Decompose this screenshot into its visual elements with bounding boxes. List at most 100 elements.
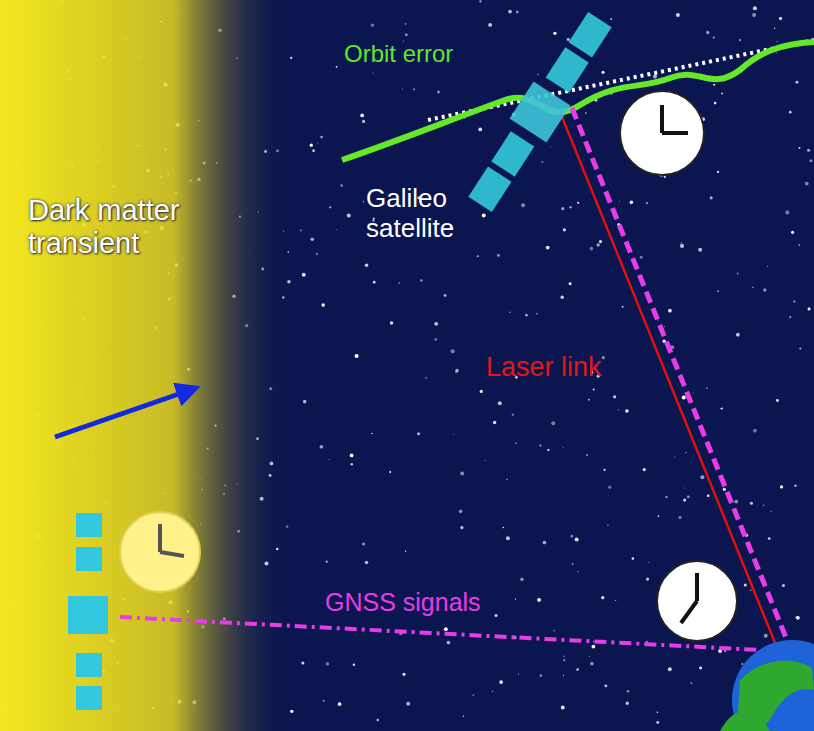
star [664, 326, 666, 328]
star [323, 700, 325, 702]
star [350, 453, 354, 457]
star [567, 38, 570, 41]
star [492, 691, 494, 693]
star [676, 13, 680, 17]
motion-arrow [55, 388, 196, 437]
star [674, 456, 675, 457]
star [302, 273, 306, 277]
star [425, 377, 427, 379]
clock [120, 512, 200, 592]
star [447, 641, 451, 645]
star [668, 309, 672, 313]
star [310, 144, 313, 147]
star [444, 627, 448, 631]
star [681, 242, 682, 243]
star [767, 266, 768, 267]
star [664, 176, 666, 178]
star [780, 485, 783, 488]
star [459, 509, 463, 513]
star [680, 244, 684, 248]
star [625, 409, 629, 413]
star [807, 149, 810, 152]
star [444, 294, 447, 297]
gnss-label: GNSS signals [322, 588, 484, 617]
star [420, 279, 423, 282]
star [626, 702, 629, 705]
star [371, 433, 372, 434]
star [613, 395, 616, 398]
star [317, 142, 318, 143]
star [290, 57, 292, 59]
star [789, 111, 792, 114]
star [720, 408, 722, 410]
gnss-signal [572, 108, 795, 660]
star [310, 237, 314, 241]
star [338, 702, 342, 706]
star [721, 407, 723, 409]
star [516, 11, 519, 14]
star [593, 641, 594, 642]
star [724, 650, 726, 652]
star [750, 590, 751, 591]
star [520, 578, 524, 582]
star [546, 246, 550, 250]
star [360, 113, 364, 117]
star [569, 282, 572, 285]
star [809, 159, 812, 162]
star [484, 460, 485, 461]
star [707, 494, 710, 497]
star [776, 52, 778, 54]
star [493, 421, 496, 424]
star [700, 475, 704, 479]
star [572, 563, 574, 565]
star [563, 675, 564, 676]
gnss-satellite [68, 513, 108, 710]
star [764, 634, 768, 638]
star [714, 102, 717, 105]
star [646, 641, 647, 642]
star [602, 356, 605, 359]
star [460, 526, 463, 529]
star [798, 244, 800, 246]
star [553, 32, 556, 35]
orbit-error-label: Orbit error [344, 40, 453, 68]
star [350, 463, 353, 466]
star [602, 71, 605, 74]
star [563, 228, 566, 231]
star [656, 721, 659, 724]
star [753, 429, 757, 433]
star [340, 184, 343, 187]
star [472, 694, 474, 696]
star [796, 616, 800, 620]
star [455, 369, 458, 372]
star [615, 600, 616, 601]
star [630, 201, 634, 205]
star [508, 10, 512, 14]
star [537, 598, 541, 602]
star [320, 136, 323, 139]
star [706, 387, 708, 389]
star [721, 93, 723, 95]
star [684, 487, 685, 488]
star [601, 596, 604, 599]
star [770, 511, 772, 513]
star [622, 306, 624, 308]
star [699, 667, 702, 670]
star [586, 454, 588, 456]
star [590, 247, 594, 251]
star [303, 400, 307, 404]
star [734, 500, 738, 504]
star [460, 472, 464, 476]
star [363, 201, 364, 202]
star [362, 120, 365, 123]
star [347, 214, 351, 218]
star [525, 314, 528, 317]
star [434, 338, 437, 341]
star [752, 286, 754, 288]
star [744, 583, 747, 586]
star [668, 667, 672, 671]
star [365, 263, 368, 266]
star [665, 496, 667, 498]
dark-matter-label: Dark matter transient [28, 194, 253, 261]
